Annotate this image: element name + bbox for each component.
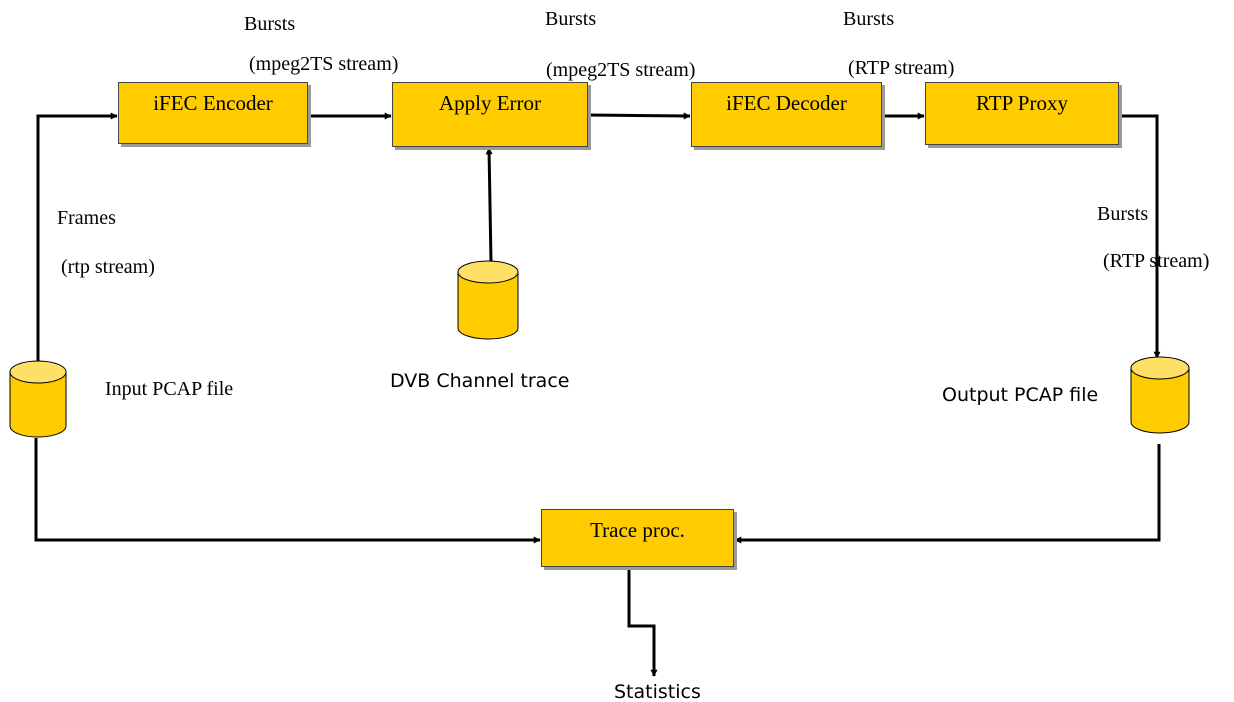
ifec-encoder-label: iFEC Encoder (153, 91, 273, 115)
rtp-proxy-block: RTP Proxy (925, 82, 1119, 145)
arrow-input-to-trace-proc (34, 438, 541, 544)
edge-label-error-bursts: Bursts (545, 8, 597, 30)
ifec-decoder-block: iFEC Decoder (691, 82, 882, 147)
edge-label-output-stream: (RTP stream) (1103, 250, 1210, 272)
ifec-decoder-label: iFEC Decoder (726, 91, 847, 115)
edge-label-decoder-stream: (RTP stream) (848, 57, 955, 79)
output-pcap-label: Output PCAP file (942, 384, 1099, 406)
arrow-input-to-encoder (36, 112, 118, 362)
edge-label-error-stream: (mpeg2TS stream) (546, 59, 696, 81)
arrow-apply-error-to-decoder (587, 112, 691, 120)
arrow-rtp-proxy-to-output (1119, 114, 1161, 359)
edge-label-encoder-bursts: Bursts (244, 13, 296, 35)
arrow-trace-proc-to-statistics (627, 567, 658, 677)
input-pcap-label: Input PCAP file (105, 378, 234, 400)
input-pcap-database-icon (9, 360, 67, 438)
arrow-channel-trace-to-apply-error (485, 147, 493, 263)
trace-proc-label: Trace proc. (590, 518, 685, 542)
dvb-channel-trace-database-icon (457, 260, 519, 340)
arrow-output-to-trace-proc (734, 444, 1161, 544)
edge-label-input-stream: (rtp stream) (61, 256, 155, 278)
apply-error-block: Apply Error (392, 82, 588, 147)
rtp-proxy-label: RTP Proxy (976, 91, 1068, 115)
statistics-label: Statistics (614, 681, 701, 702)
edge-label-encoder-stream: (mpeg2TS stream) (249, 53, 399, 75)
trace-proc-block: Trace proc. (541, 509, 734, 567)
dvb-channel-trace-label: DVB Channel trace (390, 370, 570, 392)
ifec-encoder-block: iFEC Encoder (118, 82, 308, 144)
edge-label-input-frames: Frames (57, 207, 116, 229)
apply-error-label: Apply Error (438, 91, 542, 115)
output-pcap-database-icon (1130, 356, 1190, 434)
edge-label-decoder-bursts: Bursts (843, 8, 895, 30)
edge-label-output-bursts: Bursts (1097, 203, 1149, 225)
